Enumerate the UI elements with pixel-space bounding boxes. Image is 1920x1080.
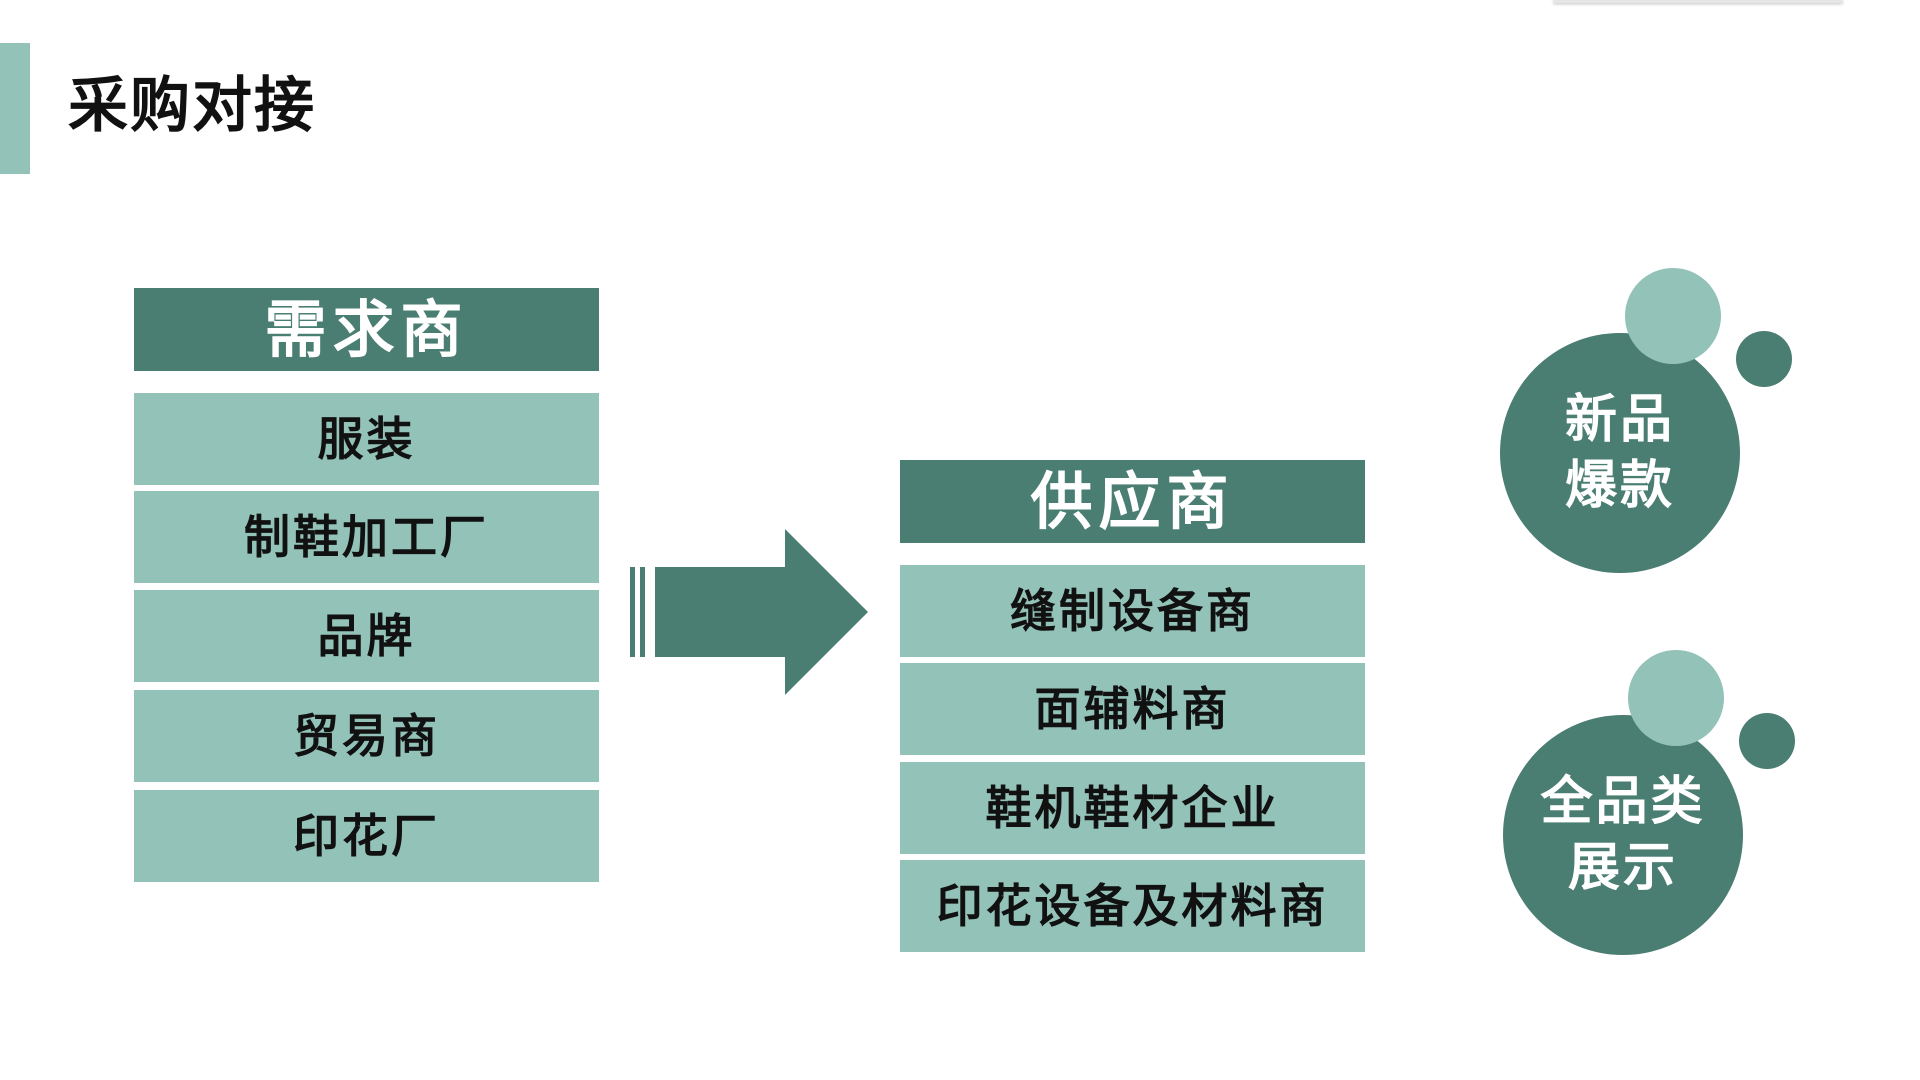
top-decorative-bar	[1553, 0, 1843, 3]
page-title: 采购对接	[68, 71, 316, 141]
decorative-dot	[1736, 331, 1792, 387]
demand-item: 服装	[134, 393, 599, 485]
supply-item: 鞋机鞋材企业	[900, 762, 1365, 854]
highlight-line: 全品类	[1540, 772, 1706, 832]
demand-item: 印花厂	[134, 790, 599, 882]
supply-item: 缝制设备商	[900, 565, 1365, 657]
supply-item: 面辅料商	[900, 663, 1365, 755]
demand-item: 制鞋加工厂	[134, 491, 599, 583]
right-arrow-icon	[630, 529, 868, 695]
demand-column: 需求商 服装 制鞋加工厂 品牌 贸易商 印花厂	[134, 288, 599, 884]
highlight-circle: 新品 爆款	[1500, 333, 1740, 573]
highlight-bubble-full-category: 全品类 展示	[1503, 650, 1803, 960]
highlight-circle: 全品类 展示	[1503, 715, 1743, 955]
supply-header: 供应商	[900, 460, 1365, 543]
decorative-circle	[1625, 268, 1721, 364]
demand-item: 贸易商	[134, 690, 599, 782]
highlight-bubble-new-products: 新品 爆款	[1500, 268, 1800, 578]
highlight-line: 爆款	[1564, 456, 1675, 516]
demand-header: 需求商	[134, 288, 599, 371]
demand-item: 品牌	[134, 590, 599, 682]
highlight-line: 新品	[1564, 390, 1675, 450]
decorative-circle	[1628, 650, 1724, 746]
supply-column: 供应商 缝制设备商 面辅料商 鞋机鞋材企业 印花设备及材料商	[900, 460, 1365, 954]
decorative-dot	[1739, 713, 1795, 769]
highlight-line: 展示	[1567, 838, 1678, 898]
title-accent-bar	[0, 43, 30, 174]
supply-item: 印花设备及材料商	[900, 860, 1365, 952]
